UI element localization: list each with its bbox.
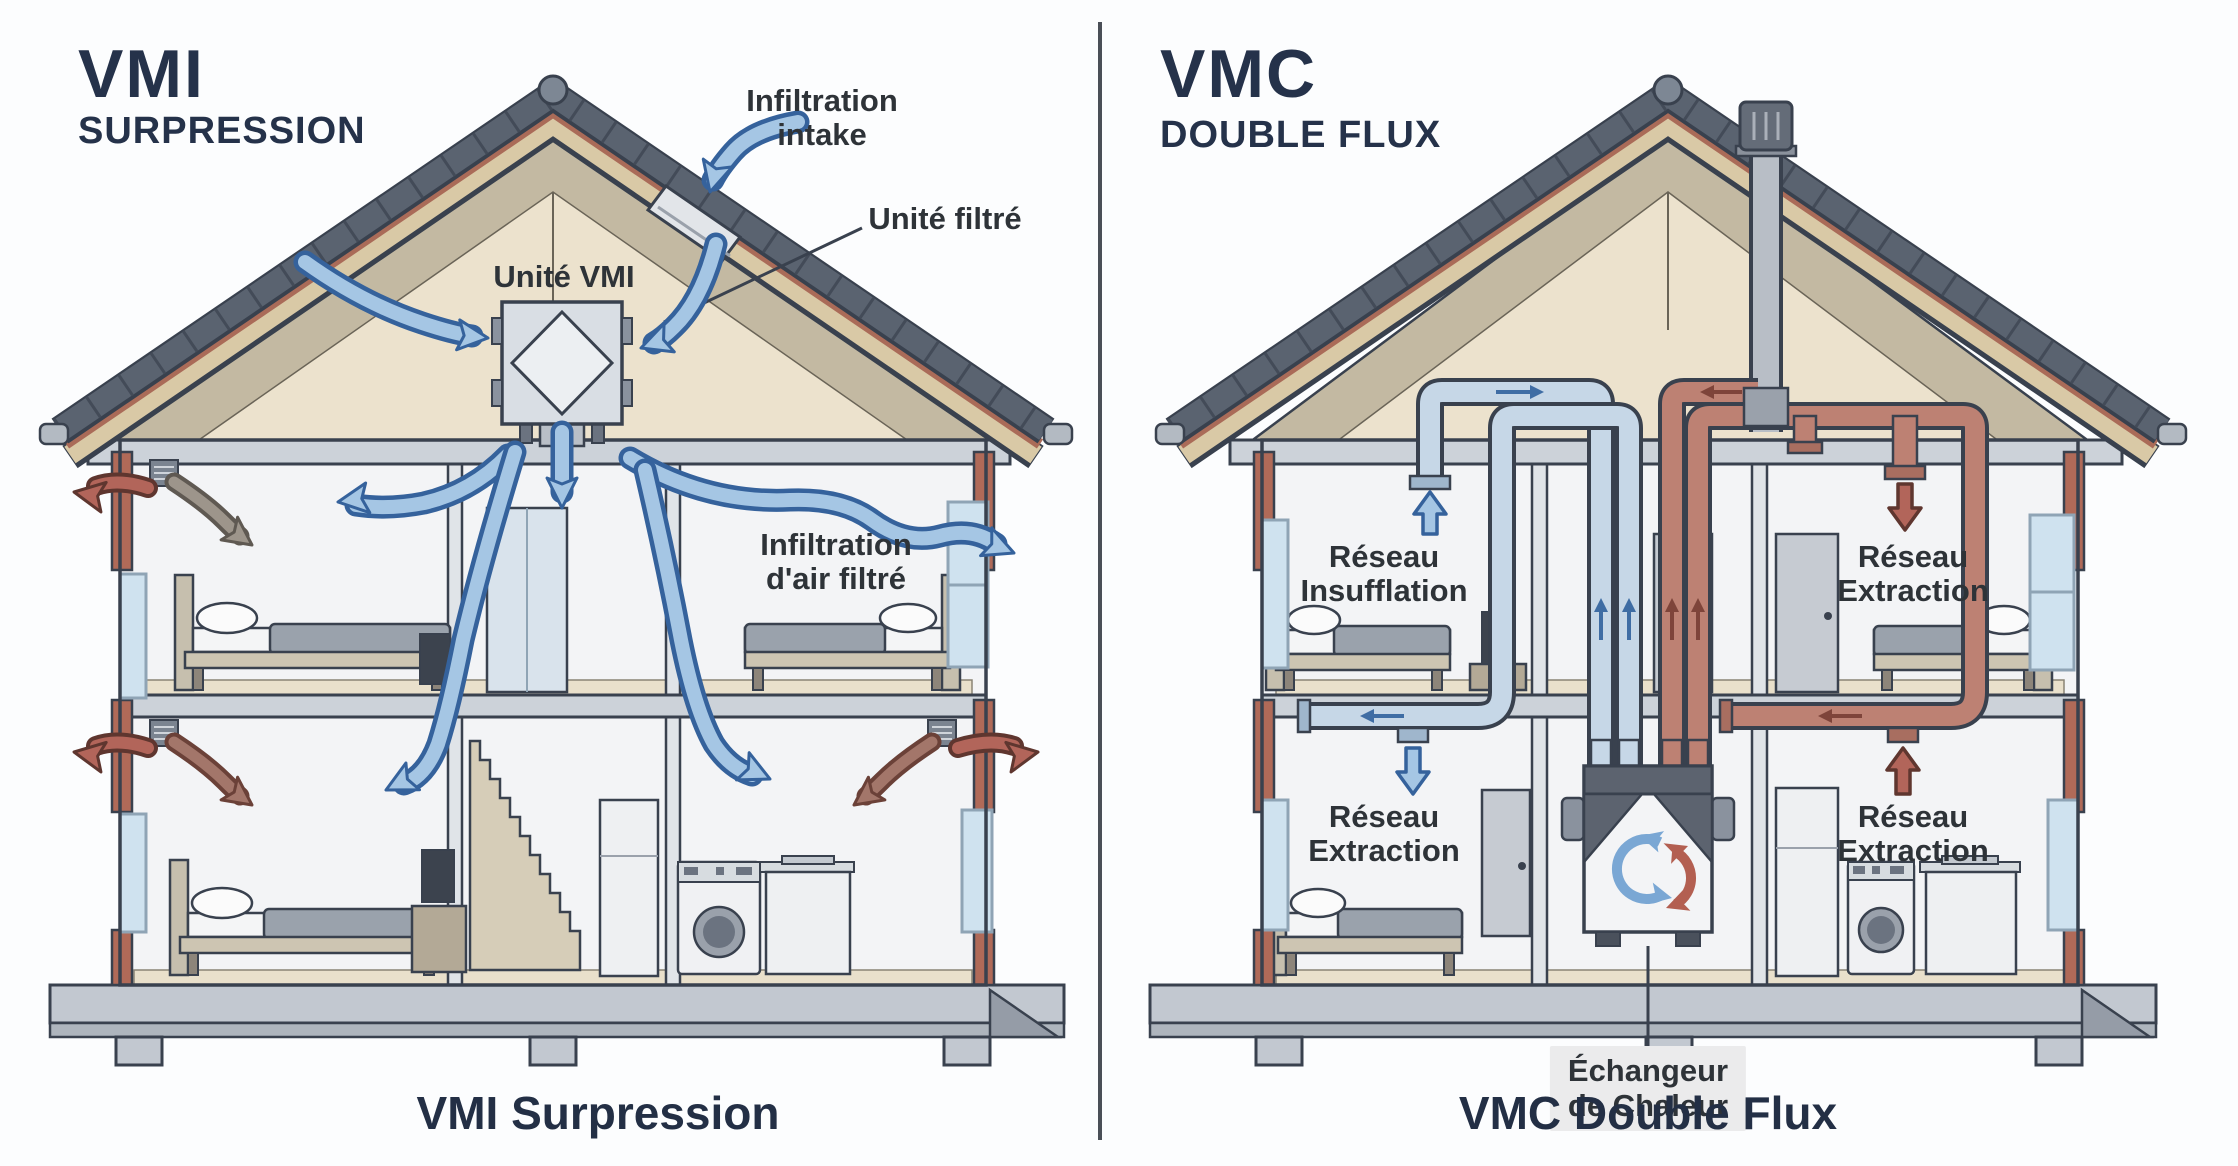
label-reseau-insufflation: Réseau Insufflation [1300,539,1468,609]
extraction-duct-network [1658,378,1989,772]
label-reseau-extraction-top-right: Réseau Extraction [1837,539,1989,609]
label-unite-vmi: Unité VMI [493,259,635,294]
label-infiltration-intake: Infiltration intake [746,83,898,153]
vmc-register-arrows [1395,482,1923,796]
vmc-roof [1154,74,2188,469]
vmi-house [38,74,1074,1067]
right-panel-title: VMC [1160,36,1318,112]
left-caption: VMI Surpression [416,1087,780,1139]
extract-up-arrow [1885,746,1921,796]
vmi-furniture [168,506,962,978]
right-caption: VMC Double Flux [1458,1087,1838,1139]
label-echangeur-de-chaleur: Échangeur de Chaleur [1549,1046,1747,1132]
panel-divider [1098,22,1102,1140]
left-panel-subtitle: SURPRESSION [78,110,366,152]
extract-down-arrow-blue [1395,746,1431,796]
window [118,572,148,700]
label-unite-filtre: Unité filtré [868,201,1022,236]
vmc-house [1148,74,2188,1067]
gutter [38,422,70,446]
supply-up-arrow [1412,490,1448,536]
vmc-furniture [1264,532,2054,978]
label-reseau-extraction-bottom-right: Réseau Extraction [1837,799,1989,869]
vmi-supply-airflow-arrows [293,110,1016,796]
exhaust-stack [1734,100,1798,432]
heat-exchanger-unit [1560,738,1736,1050]
label-reseau-extraction-bottom-left: Réseau Extraction [1308,799,1460,869]
label-infiltration-air-filtre: Infiltration d'air filtré [760,527,912,597]
left-panel-title: VMI [78,36,205,112]
vmi-foundation [48,983,1066,1067]
vmi-leak-arrows [72,472,1040,807]
right-panel-subtitle: DOUBLE FLUX [1160,114,1442,156]
extract-down-arrow [1887,482,1923,532]
vmi-roof [38,74,1074,469]
vmc-foundation [1148,983,2158,1067]
insufflation-duct-network [1296,378,1643,772]
vmi-walls-windows [110,438,996,987]
vmc-walls-windows [1252,438,2086,987]
ridge-cap [537,74,569,106]
brick-pillar [110,450,134,572]
